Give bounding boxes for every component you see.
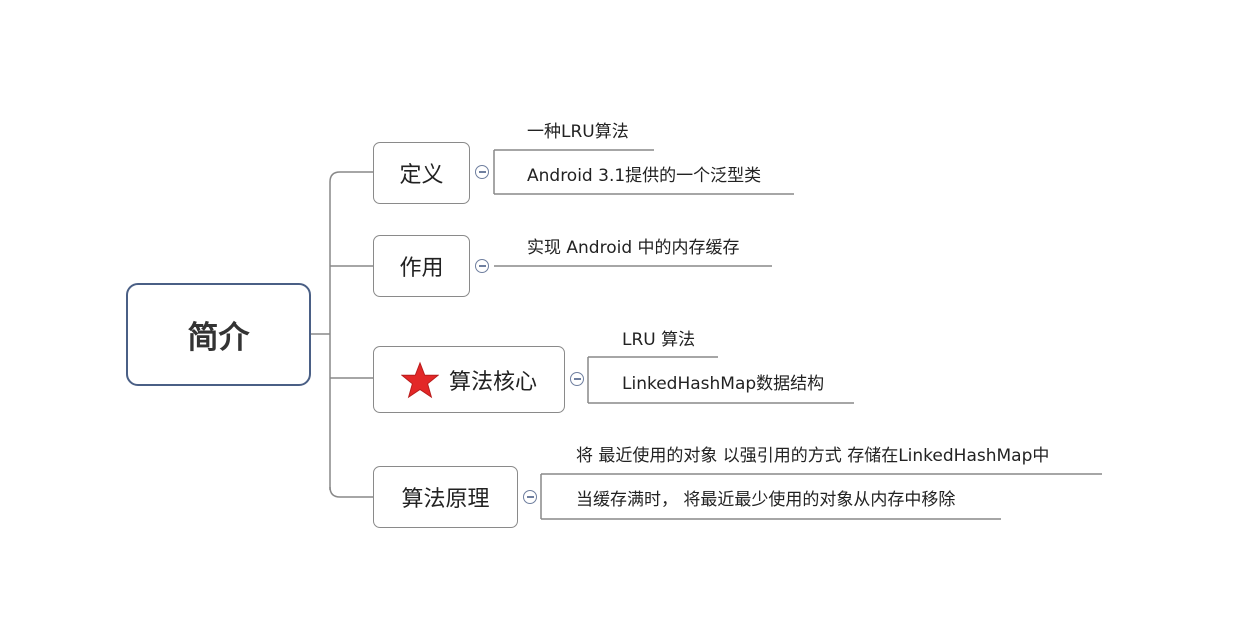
branch-label: 作用 [399,256,444,281]
collapse-toggle-definition[interactable] [475,165,489,179]
branch-node-principle[interactable]: 算法原理 [373,466,518,528]
leaf-core-2: LinkedHashMap数据结构 [622,374,825,394]
branch-label: 定义 [399,163,444,188]
leaf-core-1: LRU 算法 [622,330,696,350]
leaf-principle-1: 将 最近使用的对象 以强引用的方式 存储在LinkedHashMap中 [576,446,1050,466]
branch-label: 算法核心 [448,369,537,395]
leaf-principle-2: 当缓存满时， 将最近最少使用的对象从内存中移除 [576,490,956,510]
root-node[interactable]: 简介 [126,283,311,386]
leaf-purpose-1: 实现 Android 中的内存缓存 [527,238,740,258]
root-label: 简介 [187,320,250,356]
branch-node-core[interactable]: 算法核心 [373,346,565,413]
collapse-toggle-purpose[interactable] [475,259,489,273]
leaf-definition-1: 一种LRU算法 [527,122,629,142]
collapse-toggle-principle[interactable] [523,490,537,504]
branch-label: 算法原理 [401,487,490,512]
branch-node-purpose[interactable]: 作用 [373,235,470,297]
red-star-icon [400,361,439,398]
collapse-toggle-core[interactable] [570,372,584,386]
branch-node-definition[interactable]: 定义 [373,142,470,204]
leaf-definition-2: Android 3.1提供的一个泛型类 [527,166,762,186]
